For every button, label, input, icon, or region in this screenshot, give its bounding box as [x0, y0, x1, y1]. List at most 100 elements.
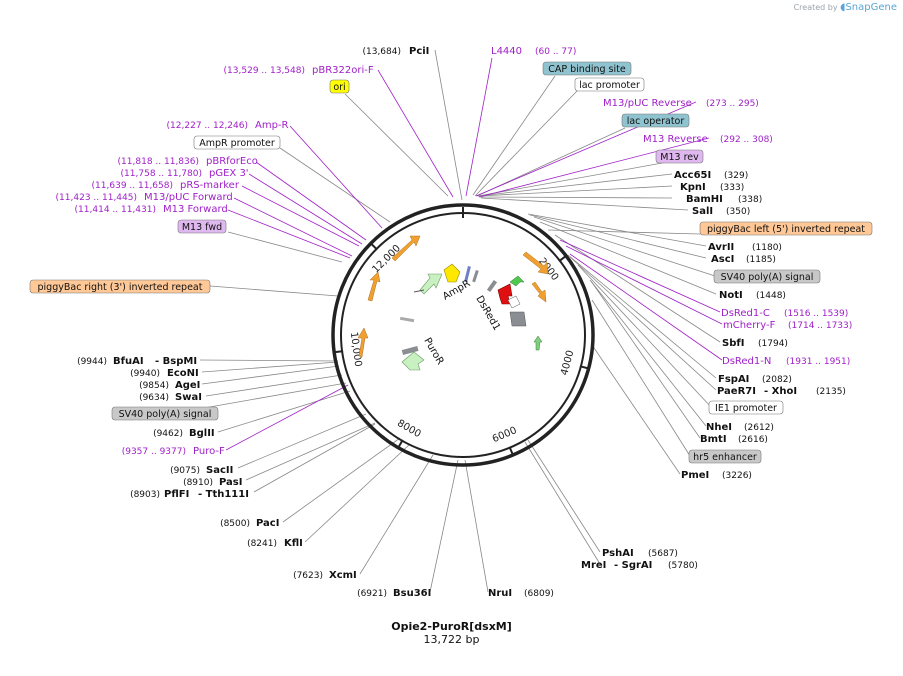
- enzyme-pmei[interactable]: PmeI (3226): [681, 470, 752, 481]
- feature-box-label: AmpR promoter: [199, 138, 275, 149]
- primer-m13-reverse[interactable]: M13 Reverse (292 .. 308): [643, 134, 773, 145]
- enzyme-nhei[interactable]: NheI (2612): [706, 422, 774, 433]
- enzyme-swai[interactable]: (9634) SwaI: [139, 392, 202, 403]
- primer-amp-r[interactable]: (12,227 .. 12,246) Amp-R: [167, 120, 289, 131]
- scale-tick-4: [334, 350, 344, 354]
- enzyme-pasi[interactable]: (8910) PasI: [183, 477, 242, 488]
- primer-pbr322ori[interactable]: (13,529 .. 13,548) pBR322ori-F: [224, 65, 374, 76]
- primer-pgex3[interactable]: (11,758 .. 11,780) pGEX 3': [121, 168, 249, 179]
- primer-mcherry-f[interactable]: mCherry-F (1714 .. 1733): [723, 320, 852, 331]
- enzyme-name: PacI: [256, 518, 279, 529]
- enzyme-pos: (8500): [220, 519, 250, 529]
- primer-pbrforeco[interactable]: (11,818 .. 11,836) pBRforEco: [118, 156, 258, 167]
- enzyme-kpni[interactable]: KpnI (333): [680, 182, 744, 193]
- feature-box-label: SV40 poly(A) signal: [119, 409, 212, 420]
- snapgene-logo-icon: ◖: [840, 2, 846, 13]
- primer-name: M13 Forward: [163, 204, 228, 215]
- feature-box-m13-fwd[interactable]: M13 fwd: [177, 219, 227, 234]
- feature-box-sv40-2[interactable]: SV40 poly(A) signal: [111, 406, 219, 421]
- enzyme-acc65i[interactable]: Acc65I (329): [674, 170, 748, 181]
- enzyme-asci[interactable]: AscI (1185): [711, 254, 776, 265]
- primer-dsred1-n[interactable]: DsRed1-N (1931 .. 1951): [722, 356, 850, 367]
- enzyme-bamhi[interactable]: BamHI (338): [686, 194, 762, 205]
- enzyme-bsu36i[interactable]: (6921) Bsu36I: [357, 588, 431, 599]
- feature-arrows: [357, 235, 549, 371]
- feature-box-piggybac-right[interactable]: piggyBac right (3') inverted repeat: [29, 279, 211, 294]
- enzyme-xcmi[interactable]: (7623) XcmI: [293, 570, 357, 581]
- primer-range: (60 .. 77): [535, 47, 576, 57]
- primer-name: DsRed1-N: [722, 356, 771, 367]
- feature-box-label: piggyBac right (3') inverted repeat: [38, 282, 203, 293]
- feature-box-ie1-promoter[interactable]: IE1 promoter: [708, 400, 784, 415]
- scale-tick-1: [579, 365, 589, 370]
- feature-box-hr5-enhancer[interactable]: hr5 enhancer: [688, 449, 762, 464]
- enzyme-sbfi[interactable]: SbfI (1794): [722, 338, 788, 349]
- enzyme-name: FspAI: [718, 374, 749, 385]
- feature-box-piggybac-left[interactable]: piggyBac left (5') inverted repeat: [699, 221, 873, 236]
- enzyme-pshai[interactable]: PshAI (5687): [602, 548, 678, 559]
- feature-arrow-orange-2: [367, 271, 381, 302]
- feature-box-ampr-promoter[interactable]: AmpR promoter: [193, 135, 281, 150]
- enzyme-sali[interactable]: SalI (350): [692, 206, 750, 217]
- primer-dsred1-c[interactable]: DsRed1-C (1516 .. 1539): [721, 308, 848, 319]
- enzyme-pos: (1180): [752, 243, 782, 253]
- feature-box-lac-promoter[interactable]: lac promoter: [574, 77, 645, 92]
- enzyme-sacii[interactable]: (9075) SacII: [170, 465, 233, 476]
- primer-leader-lines: [225, 57, 723, 451]
- feature-box-label: IE1 promoter: [715, 403, 777, 414]
- enzyme-pflfi-tth111i[interactable]: (8903) PflFI - Tth111I: [130, 489, 249, 500]
- feature-arrow-ampr: [419, 273, 443, 295]
- enzyme-pos: (5780): [668, 561, 698, 571]
- feature-box-ori[interactable]: ori: [329, 79, 350, 94]
- primer-name: pRS-marker: [180, 180, 240, 191]
- primer-m13-puc-reverse[interactable]: M13/pUC Reverse (273 .. 295): [603, 98, 759, 109]
- enzyme-bmti[interactable]: BmtI (2616): [700, 434, 768, 445]
- enzyme-noti[interactable]: NotI (1448): [719, 290, 786, 301]
- enzyme-avrii[interactable]: AvrII (1180): [708, 242, 782, 253]
- enzyme-pos: (333): [720, 183, 744, 193]
- enzyme-kfli[interactable]: (8241) KflI: [247, 538, 303, 549]
- feature-box-label: SV40 poly(A) signal: [721, 272, 814, 283]
- primer-m13-puc-forward[interactable]: (11,423 .. 11,445) M13/pUC Forward: [56, 192, 233, 203]
- primer-name: Amp-R: [255, 120, 289, 131]
- feature-box-lac-operator[interactable]: lac operator: [621, 113, 690, 128]
- feature-arrow-orange-4: [522, 251, 549, 275]
- snapgene-credit: Created by ◖SnapGene: [794, 2, 897, 13]
- enzyme-name: XcmI: [329, 570, 357, 581]
- enzyme-name: AvrII: [708, 242, 734, 253]
- feature-box-cap[interactable]: CAP binding site: [542, 61, 632, 76]
- ring-label-ampr: AmpR: [441, 278, 472, 302]
- enzyme-econi[interactable]: (9940) EcoNI: [130, 368, 199, 379]
- scale-tick-2: [508, 446, 514, 456]
- primer-range: (11,818 .. 11,836): [118, 157, 199, 167]
- enzyme-pos: (350): [726, 207, 750, 217]
- enzyme-nrui[interactable]: NruI (6809): [488, 588, 554, 599]
- enzyme-alt-name: - XhoI: [764, 386, 797, 397]
- enzyme-agei[interactable]: (9854) AgeI: [139, 380, 200, 391]
- feature-box-sv40-1[interactable]: SV40 poly(A) signal: [713, 269, 821, 284]
- primer-puro-f[interactable]: (9357 .. 9377) Puro-F: [122, 446, 225, 457]
- enzyme-pcii[interactable]: (13,684) PciI: [362, 46, 429, 57]
- enzyme-pos: (9462): [153, 429, 183, 439]
- enzyme-paci[interactable]: (8500) PacI: [220, 518, 279, 529]
- enzyme-bglii[interactable]: (9462) BglII: [153, 428, 215, 439]
- feature-box-m13-rev[interactable]: M13 rev: [655, 149, 704, 164]
- enzyme-bfuai-bspmi[interactable]: (9944) BfuAI - BspMI: [77, 356, 197, 367]
- primer-l4440[interactable]: L4440 (60 .. 77): [491, 46, 576, 57]
- enzyme-pos: (8910): [183, 478, 213, 488]
- enzyme-paer7i-xhoi[interactable]: PaeR7I - XhoI (2135): [717, 386, 846, 397]
- enzyme-name: PasI: [219, 477, 242, 488]
- enzyme-pos: (8241): [247, 539, 277, 549]
- primer-m13-forward[interactable]: (11,414 .. 11,431) M13 Forward: [75, 204, 228, 215]
- feature-arrow-green-small: [533, 335, 543, 351]
- feature-bar-grey: [472, 269, 479, 283]
- enzyme-name: PciI: [409, 46, 429, 57]
- primer-name: pGEX 3': [209, 168, 249, 179]
- enzyme-fspai[interactable]: FspAI (2082): [718, 374, 792, 385]
- enzyme-name: SwaI: [175, 392, 202, 403]
- primer-name: M13/pUC Reverse: [603, 98, 692, 109]
- backbone-inner-circle: [340, 212, 586, 458]
- primer-prs-marker[interactable]: (11,639 .. 11,658) pRS-marker: [92, 180, 240, 191]
- enzyme-mrei-sgrai[interactable]: MreI - SgrAI (5780): [581, 560, 698, 571]
